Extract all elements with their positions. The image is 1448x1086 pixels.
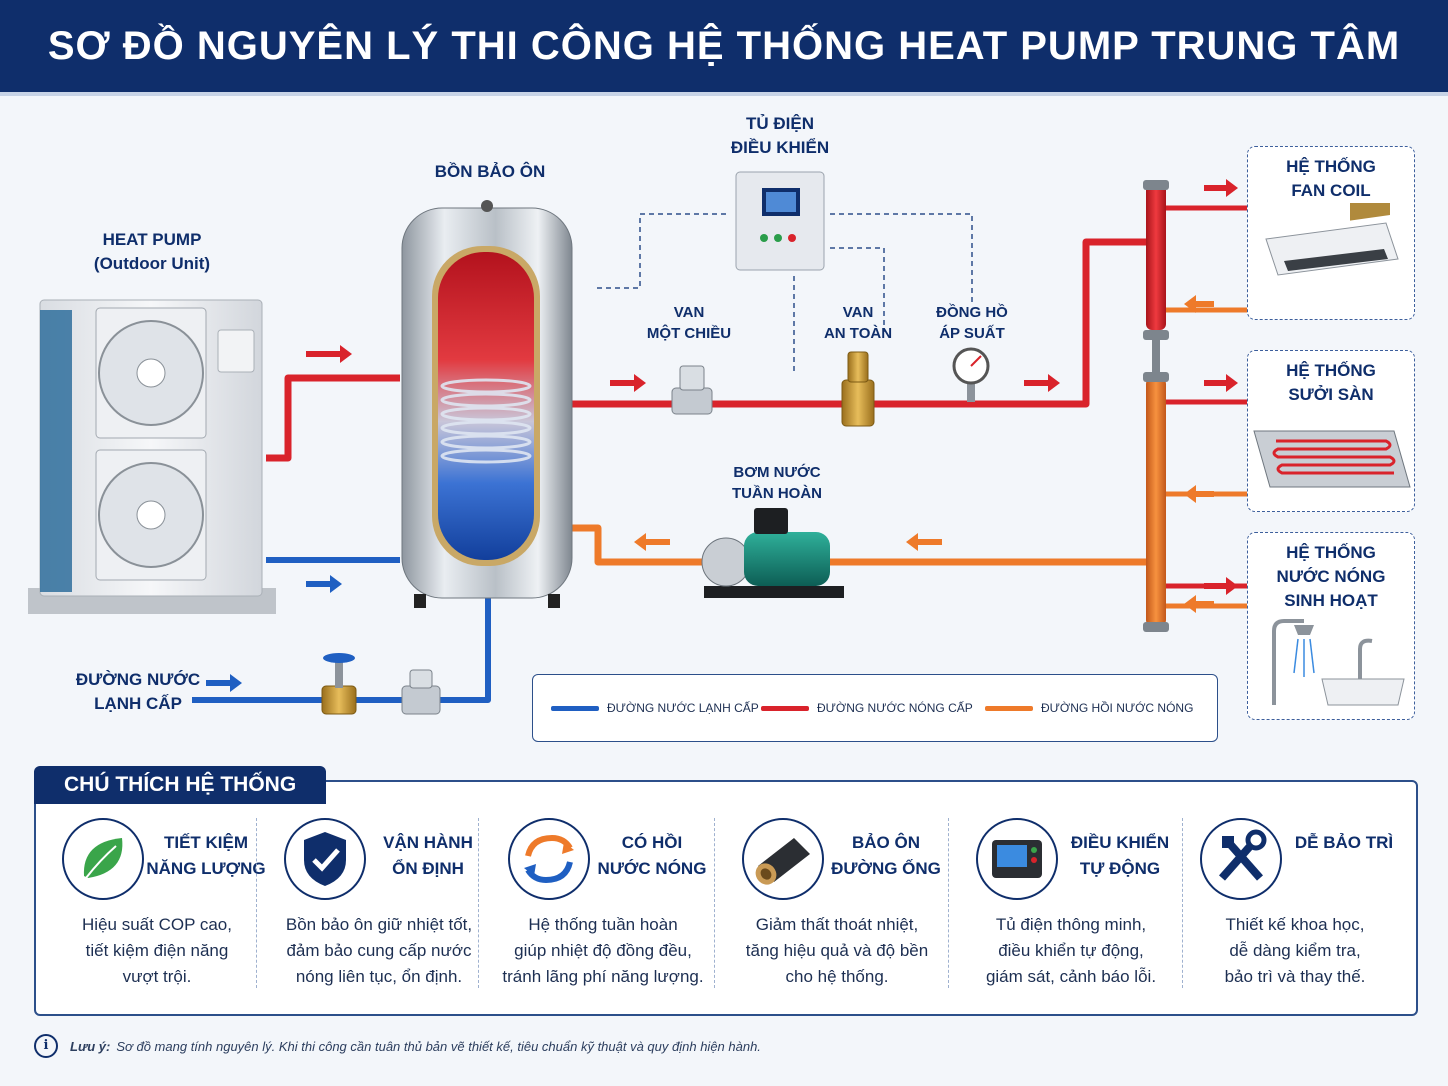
footnote-label: Lưu ý: <box>70 1038 111 1054</box>
cycle-arrows-icon <box>508 818 590 900</box>
hp-hot-supply-pipe <box>266 374 400 462</box>
cold-supply-valve <box>321 653 357 715</box>
return-pipe <box>568 524 1146 566</box>
notes-panel <box>34 780 1418 1016</box>
shield-check-icon <box>284 818 366 900</box>
system-floor-heating: HỆ THỐNG SƯỞI SÀN <box>1247 350 1415 512</box>
note-divider <box>714 818 716 988</box>
tank-label: BỒN BẢO ÔN <box>434 162 546 181</box>
control-signal-lines <box>596 213 973 372</box>
return-manifold <box>1143 340 1169 632</box>
controller-icon <box>976 818 1058 900</box>
notes-title: CHÚ THÍCH HỆ THỐNG <box>34 766 327 804</box>
pressure-gauge-label: ĐỒNG HỒ ÁP SUẤT <box>936 304 1008 342</box>
control-panel <box>735 171 825 271</box>
info-icon: i <box>34 1034 58 1058</box>
check-valve-label: VAN MỘT CHIỀU <box>646 304 732 342</box>
safety-valve <box>841 351 875 427</box>
hot-manifold <box>1143 180 1169 340</box>
system-branch-pipes <box>1166 205 1248 609</box>
system-fan-coil: HỆ THỐNG FAN COIL <box>1247 146 1415 320</box>
tools-icon <box>1200 818 1282 900</box>
heat-pump-label: HEAT PUMP (Outdoor Unit) <box>93 230 211 273</box>
shower-sink-icon <box>1272 619 1405 706</box>
control-panel-label: TỦ ĐIỆN ĐIỀU KHIỂN <box>730 114 830 157</box>
fan-coil-icon <box>1265 193 1399 276</box>
flow-arrows <box>206 179 1238 692</box>
cold-check-valve <box>401 669 441 715</box>
leaf-icon <box>62 818 144 900</box>
floor-heating-icon <box>1253 430 1411 488</box>
note-divider <box>478 818 480 988</box>
title-bar: SƠ ĐỒ NGUYÊN LÝ THI CÔNG HỆ THỐNG HEAT P… <box>0 0 1448 96</box>
circulation-pump <box>701 508 844 598</box>
legend-item-return: ĐƯỜNG HỒI NƯỚC NÓNG <box>985 701 1193 715</box>
legend-item-cold: ĐƯỜNG NƯỚC LẠNH CẤP <box>551 701 759 715</box>
pump-label: BƠM NƯỚC TUẦN HOÀN <box>732 464 822 502</box>
page-title: SƠ ĐỒ NGUYÊN LÝ THI CÔNG HỆ THỐNG HEAT P… <box>47 24 1401 68</box>
note-easy-maintenance: DỄ BẢO TRÌ Thiết kế khoa học,dễ dàng kiể… <box>1180 812 1410 1002</box>
note-divider <box>256 818 258 988</box>
pressure-gauge <box>952 347 990 402</box>
footnote: i Lưu ý: Sơ đồ mang tính nguyên lý. Khi … <box>34 1034 934 1058</box>
storage-tank <box>401 200 573 608</box>
legend: ĐƯỜNG NƯỚC LẠNH CẤP ĐƯỜNG NƯỚC NÓNG CẤP … <box>532 674 1218 742</box>
safety-valve-label: VAN AN TOÀN <box>823 304 893 342</box>
cold-supply-label: ĐƯỜNG NƯỚC LẠNH CẤP <box>75 670 201 713</box>
note-divider <box>1182 818 1184 988</box>
system-diagram <box>28 171 1248 715</box>
cold-supply-pipe <box>192 590 491 703</box>
footnote-text: Sơ đồ mang tính nguyên lý. Khi thi công … <box>116 1038 761 1054</box>
system-domestic-hot-water: HỆ THỐNG NƯỚC NÓNG SINH HOẠT <box>1247 532 1415 720</box>
insulated-pipe-icon <box>742 818 824 900</box>
hot-supply-pipe <box>552 238 1146 408</box>
check-valve <box>671 365 713 415</box>
note-divider <box>948 818 950 988</box>
heat-pump-unit <box>28 299 276 614</box>
legend-item-hot: ĐƯỜNG NƯỚC NÓNG CẤP <box>761 701 973 715</box>
